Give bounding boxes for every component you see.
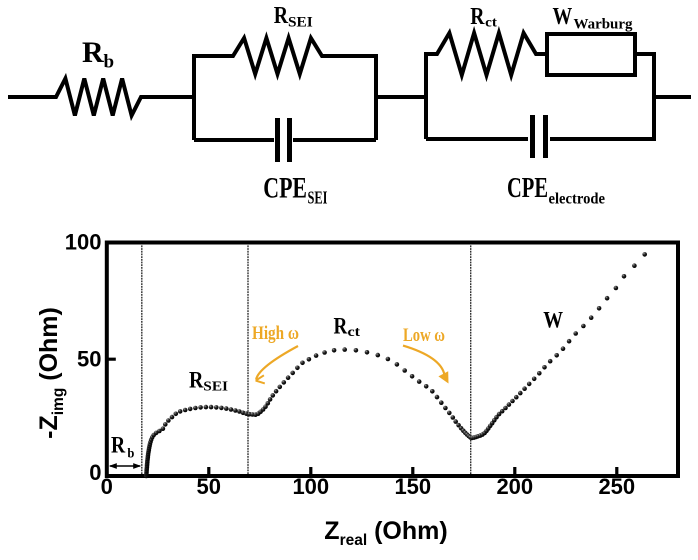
svg-text:R: R [82, 36, 104, 69]
svg-text:SEI: SEI [203, 378, 228, 393]
svg-text:Zreal (Ohm): Zreal (Ohm) [324, 517, 447, 549]
svg-text:R: R [111, 433, 126, 458]
svg-text:R: R [470, 4, 485, 30]
svg-text:R: R [189, 367, 204, 393]
svg-text:250: 250 [598, 474, 635, 499]
svg-text:50: 50 [197, 474, 221, 499]
svg-text:Low ω: Low ω [403, 325, 445, 346]
svg-text:CPE: CPE [263, 171, 307, 204]
svg-text:High ω: High ω [252, 323, 299, 344]
svg-text:150: 150 [394, 474, 431, 499]
svg-text:R: R [334, 314, 349, 340]
svg-text:SEI: SEI [308, 188, 328, 208]
svg-text:0: 0 [89, 460, 101, 485]
svg-text:Warburg: Warburg [574, 16, 633, 32]
svg-text:ct: ct [485, 16, 497, 31]
svg-text:ct: ct [348, 325, 361, 340]
svg-text:b: b [127, 446, 134, 461]
svg-text:100: 100 [292, 474, 329, 499]
svg-text:R: R [274, 3, 289, 29]
svg-text:100: 100 [65, 230, 102, 255]
svg-text:200: 200 [496, 474, 533, 499]
svg-text:50: 50 [77, 346, 101, 371]
svg-text:W: W [543, 307, 563, 333]
svg-text:W: W [553, 3, 573, 30]
svg-text:CPE: CPE [507, 172, 548, 204]
svg-text:SEI: SEI [288, 14, 313, 30]
svg-text:electrode: electrode [549, 191, 606, 208]
svg-text:0: 0 [101, 474, 113, 499]
svg-text:-Zimg (Ohm): -Zimg (Ohm) [35, 307, 67, 439]
svg-text:b: b [104, 52, 115, 73]
